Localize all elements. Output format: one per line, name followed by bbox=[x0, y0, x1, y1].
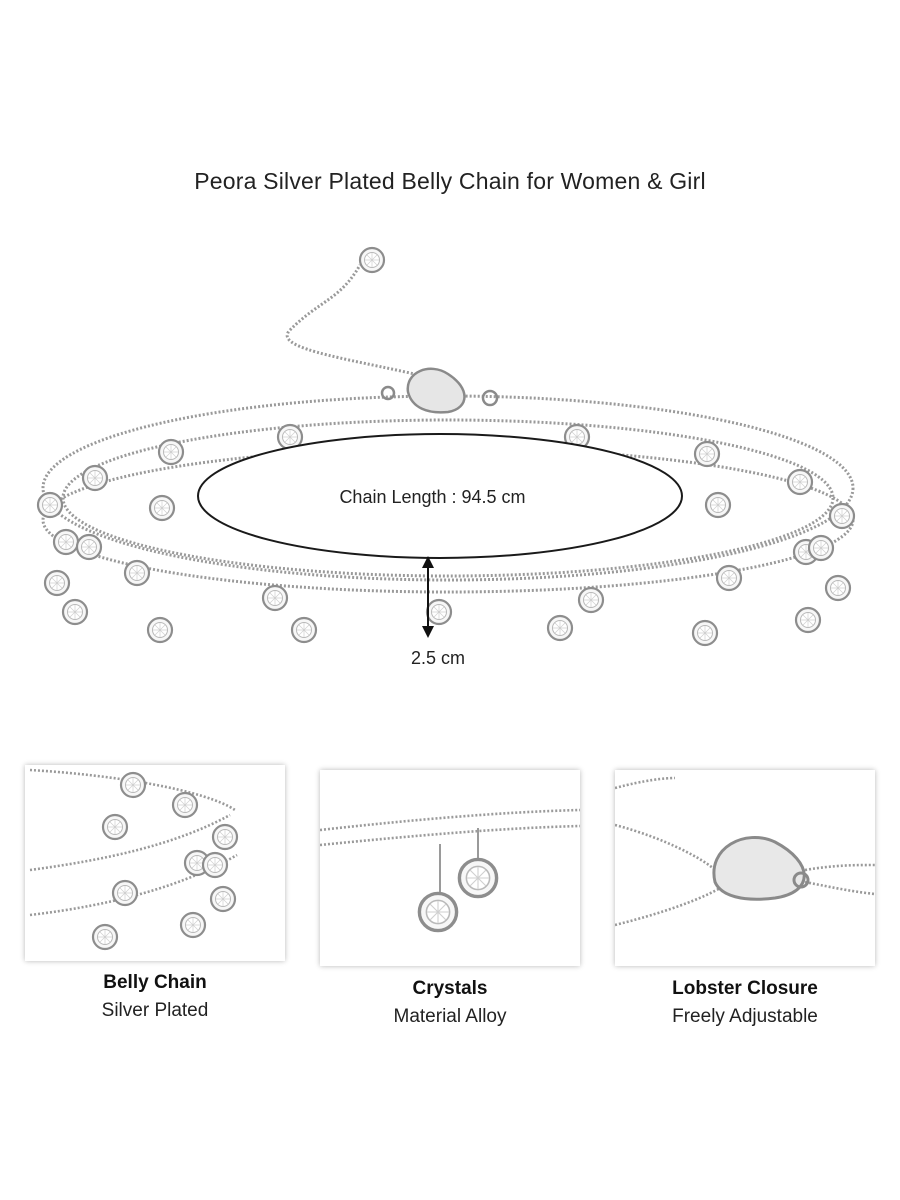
drop-length-label: 2.5 cm bbox=[410, 648, 466, 668]
feature-caption-lobster-closure: Lobster Closure Freely Adjustable bbox=[615, 978, 875, 1028]
feature-image-belly-chain bbox=[25, 765, 285, 961]
feature-image-crystals bbox=[320, 770, 580, 966]
chain-length-label: Chain Length : 94.5 cm bbox=[339, 487, 526, 507]
feature-subtitle: Freely Adjustable bbox=[672, 1006, 818, 1027]
feature-caption-belly-chain: Belly Chain Silver Plated bbox=[25, 972, 285, 1022]
feature-title: Lobster Closure bbox=[672, 978, 818, 999]
belly-chain-illustration bbox=[36, 246, 856, 647]
drop-length-arrow bbox=[422, 556, 434, 638]
feature-caption-crystals: Crystals Material Alloy bbox=[320, 978, 580, 1028]
feature-subtitle: Silver Plated bbox=[101, 1000, 209, 1021]
lobster-clasp-icon bbox=[380, 367, 499, 414]
chain-length-oval bbox=[197, 433, 683, 559]
feature-title: Crystals bbox=[412, 978, 488, 999]
feature-subtitle: Material Alloy bbox=[393, 1006, 507, 1027]
feature-title: Belly Chain bbox=[103, 972, 207, 993]
feature-image-lobster-closure bbox=[615, 770, 875, 966]
product-title: Peora Silver Plated Belly Chain for Wome… bbox=[194, 168, 706, 194]
